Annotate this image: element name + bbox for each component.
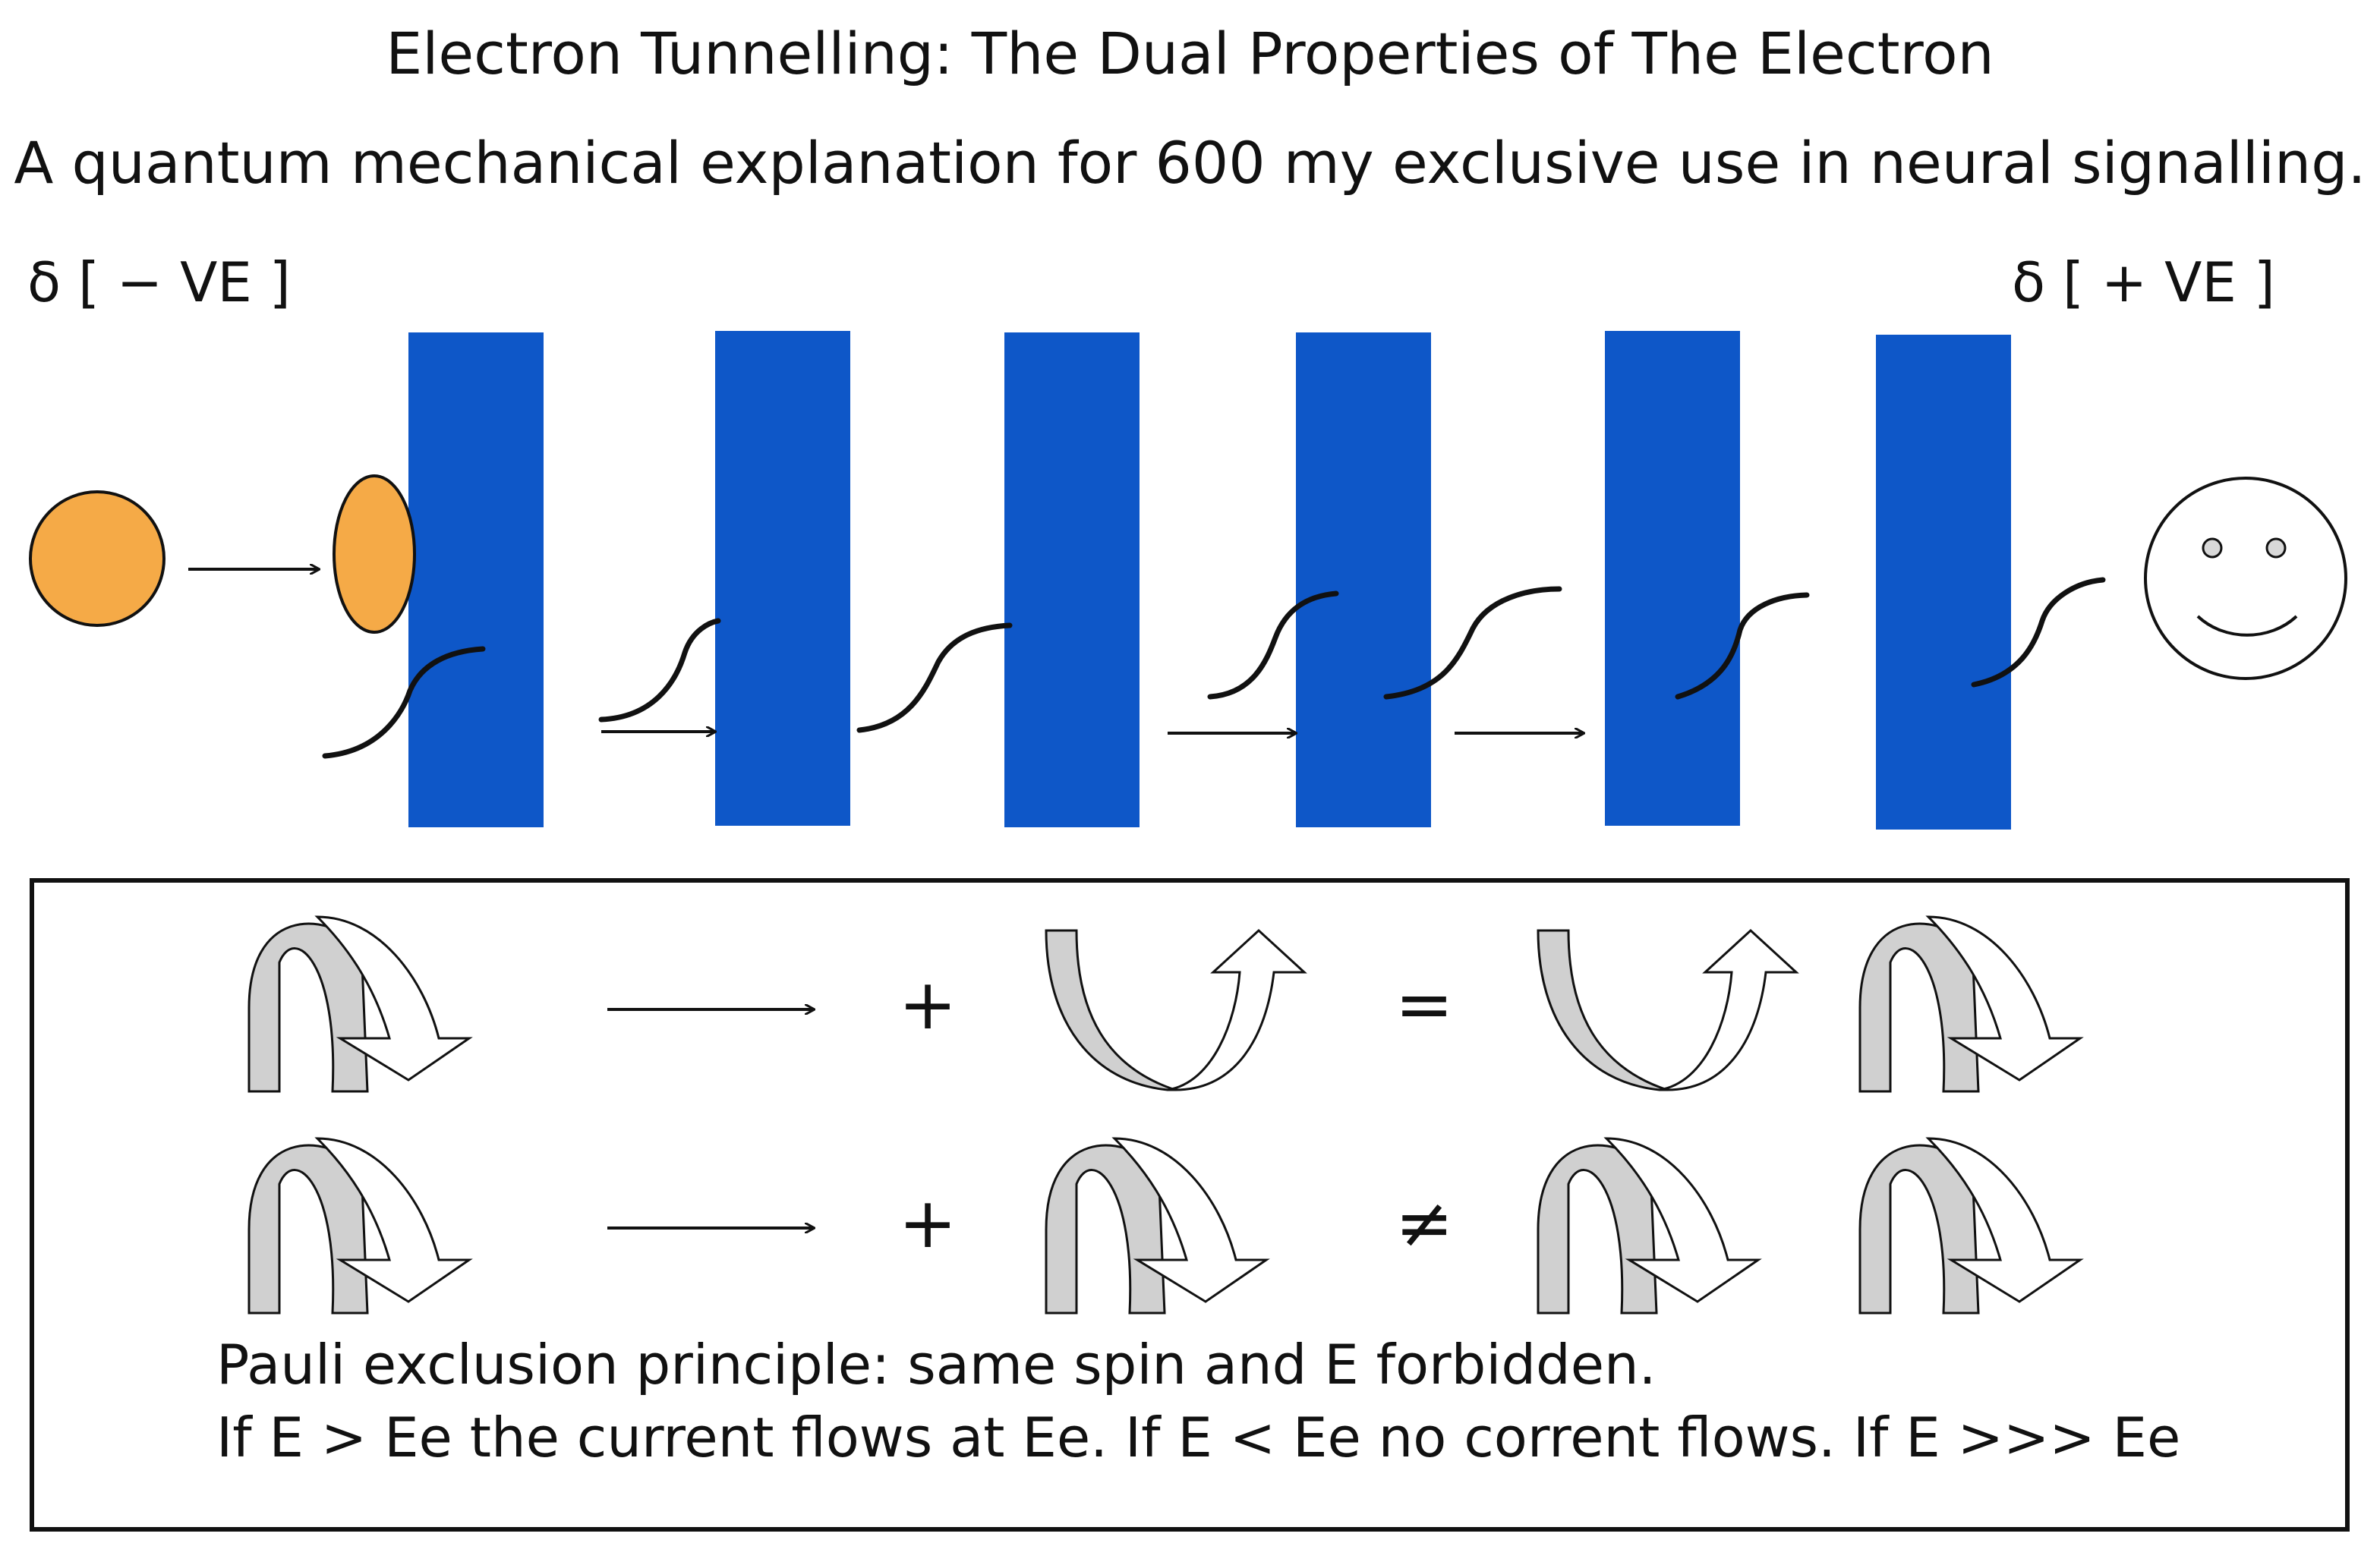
barrier-3	[1004, 332, 1140, 827]
row2-plus: +	[898, 1182, 957, 1264]
diagram-title: Electron Tunnelling: The Dual Properties…	[386, 20, 1994, 87]
electron-particle	[29, 490, 165, 627]
barrier-1	[408, 332, 544, 827]
wave-function	[322, 577, 2106, 759]
negative-pole-label: δ [ − VE ]	[27, 250, 291, 314]
caption-line-2: If E > Ee the current flows at Ee. If E …	[216, 1406, 2181, 1469]
row1-plus: +	[898, 964, 957, 1045]
electron-squeezed	[333, 474, 416, 634]
barrier-4	[1296, 332, 1431, 827]
barrier-5	[1605, 331, 1740, 826]
row1-relation: =	[1395, 964, 1454, 1045]
smiley-face-icon	[2144, 477, 2347, 680]
positive-pole-label: δ [ + VE ]	[2012, 250, 2275, 314]
diagram-subtitle: A quantum mechanical explanation for 600…	[14, 129, 2366, 197]
row2-relation: ≠	[1395, 1182, 1454, 1264]
barrier-6	[1876, 335, 2011, 830]
caption-line-1: Pauli exclusion principle: same spin and…	[216, 1333, 1657, 1397]
barrier-2	[715, 331, 850, 826]
